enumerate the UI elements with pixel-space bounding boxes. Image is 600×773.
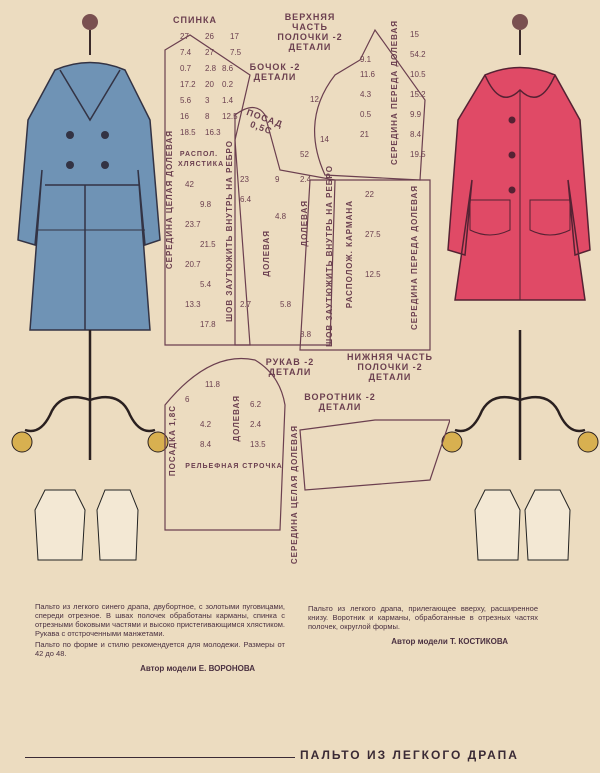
label-front-upper: ВЕРХНЯЯ ЧАСТЬ ПОЛОЧКИ -2 ДЕТАЛИ <box>277 12 343 52</box>
measurement-number: 4.8 <box>275 212 287 221</box>
description-left: Пальто из легкого синего драпа, двубортн… <box>35 602 285 638</box>
measurement-number: 5.4 <box>200 280 212 289</box>
label-stitch: РЕЛЬЕФНАЯ СТРОЧКА <box>185 463 283 470</box>
measurement-number: 12 <box>310 95 319 104</box>
measurement-number: 2.4 <box>250 420 262 429</box>
measurement-number: 8 <box>205 112 210 121</box>
blue-coat-illustration <box>17 14 161 331</box>
description-left-2: Пальто по форме и стилю рекомендуется дл… <box>35 640 285 658</box>
measurement-number: 3 <box>205 96 210 105</box>
measurement-number: 14 <box>320 135 329 144</box>
measurement-number: 16 <box>180 112 189 121</box>
measurement-number: 17 <box>230 32 239 41</box>
label-sleeve: РУКАВ -2 ДЕТАЛИ <box>265 357 315 377</box>
page-title: ПАЛЬТО ИЗ ЛЕГКОГО ДРАПА <box>300 748 519 762</box>
author-right: Автор модели Т. КОСТИКОВА <box>391 637 508 646</box>
front-upper-piece <box>314 28 426 181</box>
measurement-number: 42 <box>185 180 194 189</box>
measurement-number: 13.5 <box>250 440 266 449</box>
measurement-number: 11.8 <box>205 380 220 389</box>
label-back: СПИНКА <box>173 15 217 25</box>
measurement-number: 15.2 <box>410 90 426 99</box>
flat-sketches <box>34 489 571 561</box>
measurement-number: 27 <box>180 32 189 41</box>
measurement-number: 9.9 <box>410 110 422 119</box>
label-side: БОЧОК -2 ДЕТАЛИ <box>249 62 301 82</box>
measurement-number: 7.5 <box>230 48 242 57</box>
measurement-number: 27.5 <box>365 230 381 239</box>
measurement-number: 23.7 <box>185 220 201 229</box>
measurement-number: 22 <box>365 190 374 199</box>
footer-rule <box>25 757 295 758</box>
label-front-center-2: СЕРЕДИНА ПЕРЕДА ДОЛЕВАЯ <box>410 185 419 331</box>
measurement-number: 8.4 <box>410 130 422 139</box>
sleeve-piece <box>164 357 286 531</box>
pattern-drawing <box>164 28 450 531</box>
measurement-number: 9.8 <box>200 200 212 209</box>
description-left-block: Пальто из легкого синего драпа, двубортн… <box>35 602 285 674</box>
measurement-number: 5.8 <box>280 300 292 309</box>
measurement-number: 8.4 <box>200 440 212 449</box>
measurement-number: 20.7 <box>185 260 201 269</box>
label-sleeve-ease: ПОСАДКА 1,8С <box>168 405 177 477</box>
measurement-number: 19.5 <box>410 150 426 159</box>
measurement-number: 6 <box>185 395 190 404</box>
label-pocket: РАСПОЛОЖ. КАРМАНА <box>345 200 354 309</box>
measurement-number: 21.5 <box>200 240 216 249</box>
measurement-number: 2.7 <box>240 300 252 309</box>
measurement-number: 0.2 <box>222 80 234 89</box>
measurement-number: 6.4 <box>240 195 252 204</box>
measurement-number: 10.5 <box>410 70 426 79</box>
measurement-number: 54.2 <box>410 50 426 59</box>
label-front-center-1: СЕРЕДИНА ПЕРЕДА ДОЛЕВАЯ <box>390 20 399 166</box>
label-seam-2: ШОВ ЗАУТЮЖИТЬ ВНУТРЬ НА РЕБРО <box>325 165 334 347</box>
measurement-number: 0.5 <box>360 110 372 119</box>
coat-stands <box>11 330 599 460</box>
side-piece <box>234 106 336 346</box>
measurement-number: 23 <box>240 175 249 184</box>
label-grain-1: ДОЛЕВАЯ <box>262 230 271 277</box>
label-belt: РАСПОЛ. ХЛЯСТИКА <box>178 151 225 168</box>
measurement-number: 12.5 <box>222 112 238 121</box>
label-front-lower: НИЖНЯЯ ЧАСТЬ ПОЛОЧКИ -2 ДЕТАЛИ <box>347 352 433 382</box>
measurement-number: 6.2 <box>250 400 262 409</box>
measurement-number: 13.3 <box>185 300 201 309</box>
measurement-number: 2.4 <box>300 175 312 184</box>
label-grain-2: ДОЛЕВАЯ <box>300 200 309 247</box>
measurement-number: 16.3 <box>205 128 221 137</box>
measurement-number: 15 <box>410 30 419 39</box>
measurement-number: 12.5 <box>365 270 381 279</box>
measurement-number: 17.2 <box>180 80 196 89</box>
measurement-number: 18.5 <box>180 128 196 137</box>
description-right: Пальто из легкого драпа, прилегающее вве… <box>308 604 538 631</box>
measurement-number: 1.4 <box>222 96 234 105</box>
measurement-number: 4.3 <box>360 90 372 99</box>
description-right-block: Пальто из легкого драпа, прилегающее вве… <box>308 604 538 647</box>
measurement-number: 8.8 <box>300 330 312 339</box>
author-left: Автор модели Е. ВОРОНОВА <box>140 664 255 673</box>
front-lower-piece <box>299 179 431 351</box>
measurement-number: 52 <box>300 150 309 159</box>
measurement-number: 27 <box>205 48 214 57</box>
label-back-center: СЕРЕДИНА ЦЕЛАЯ ДОЛЕВАЯ <box>165 130 174 270</box>
measurement-number: 8.6 <box>222 64 234 73</box>
measurement-number: 5.6 <box>180 96 192 105</box>
collar-piece <box>299 419 450 491</box>
measurement-number: 7.4 <box>180 48 192 57</box>
measurement-number: 9 <box>275 175 280 184</box>
measurement-number: 21 <box>360 130 369 139</box>
measurement-number: 17.8 <box>200 320 216 329</box>
label-collar-center: СЕРЕДИНА ЦЕЛАЯ ДОЛЕВАЯ <box>290 425 299 565</box>
measurement-number: 9.1 <box>360 55 372 64</box>
measurement-number: 26 <box>205 32 214 41</box>
label-grain-sleeve: ДОЛЕВАЯ <box>232 395 241 442</box>
label-collar: ВОРОТНИК -2 ДЕТАЛИ <box>304 392 376 412</box>
label-seam-1: ШОВ ЗАУТЮЖИТЬ ВНУТРЬ НА РЕБРО <box>225 140 234 322</box>
red-coat-illustration <box>447 14 591 301</box>
measurement-number: 2.8 <box>205 64 217 73</box>
measurement-number: 20 <box>205 80 214 89</box>
measurement-number: 11.6 <box>360 70 375 79</box>
measurement-number: 0.7 <box>180 64 192 73</box>
measurement-number: 4.2 <box>200 420 212 429</box>
